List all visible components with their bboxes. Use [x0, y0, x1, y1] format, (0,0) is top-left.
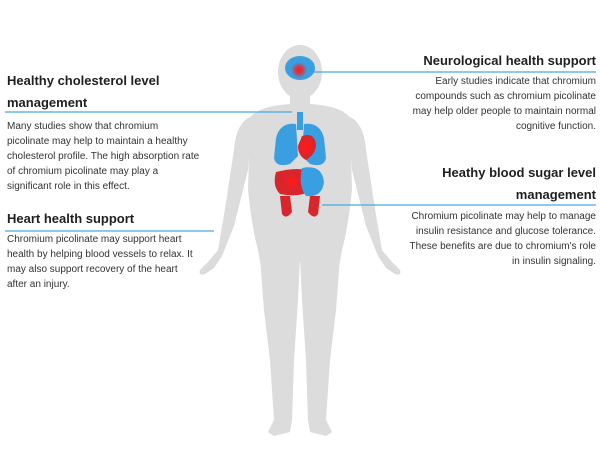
neurological-title: Neurological health support	[423, 53, 596, 68]
blood-sugar-description: Chromium picolinate may help to manage i…	[336, 209, 596, 269]
cholesterol-description: Many studies show that chromium picolina…	[7, 119, 257, 194]
cholesterol-title-line2: management	[7, 95, 88, 110]
heart-title: Heart health support	[7, 211, 135, 226]
blood-sugar-title-line2: management	[515, 187, 596, 202]
right-leg	[300, 258, 340, 436]
desc-line: may help older people to maintain normal	[412, 106, 596, 117]
stomach	[300, 167, 324, 197]
blood-sugar-block: Heathy blood sugar level management Chro…	[336, 162, 596, 269]
desc-line: of chromium picolinate may play a	[7, 166, 159, 177]
brain-organ	[285, 56, 315, 80]
desc-line: Chromium picolinate may support heart	[7, 234, 182, 245]
right-arm	[348, 116, 401, 275]
blood-sugar-title-line1: Heathy blood sugar level	[442, 165, 596, 180]
desc-line: may also support recovery of the heart	[7, 264, 178, 275]
desc-line: after an injury.	[7, 279, 70, 290]
left-leg	[260, 258, 300, 436]
desc-line: significant role in this effect.	[7, 181, 130, 192]
desc-line: Chromium picolinate may help to manage	[411, 211, 596, 222]
blood-sugar-title: Heathy blood sugar level management	[336, 162, 596, 206]
left-arm	[199, 116, 252, 275]
cholesterol-title-line1: Healthy cholesterol level	[7, 73, 160, 88]
left-lung	[274, 123, 298, 166]
liver-stomach-organ	[274, 167, 324, 197]
cholesterol-title: Healthy cholesterol level management	[7, 70, 257, 114]
intestines-organ	[280, 196, 320, 217]
desc-line: in insulin signaling.	[512, 256, 596, 267]
leader-lines	[5, 71, 596, 232]
heart-description: Chromium picolinate may support heart he…	[7, 232, 257, 292]
neurological-description: Early studies indicate that chromium com…	[336, 74, 596, 134]
desc-line: Early studies indicate that chromium	[435, 76, 596, 87]
desc-line: cholesterol profile. The high absorption…	[7, 151, 200, 162]
desc-line: compounds such as chromium picolinate	[415, 91, 596, 102]
desc-line: health by helping blood vessels to relax…	[7, 249, 193, 260]
desc-line: These benefits are due to chromium's rol…	[409, 241, 596, 252]
desc-line: Many studies show that chromium	[7, 121, 159, 132]
neurological-block: Neurological health support Early studie…	[336, 50, 596, 134]
cholesterol-block: Healthy cholesterol level management Man…	[7, 70, 257, 194]
desc-line: picolinate may help to maintain a health…	[7, 136, 188, 147]
desc-line: insulin resistance and glucose tolerance…	[415, 226, 596, 237]
heart-block: Heart health support Chromium picolinate…	[7, 208, 257, 292]
heart-organ	[297, 135, 316, 160]
desc-line: cognitive function.	[515, 121, 596, 132]
